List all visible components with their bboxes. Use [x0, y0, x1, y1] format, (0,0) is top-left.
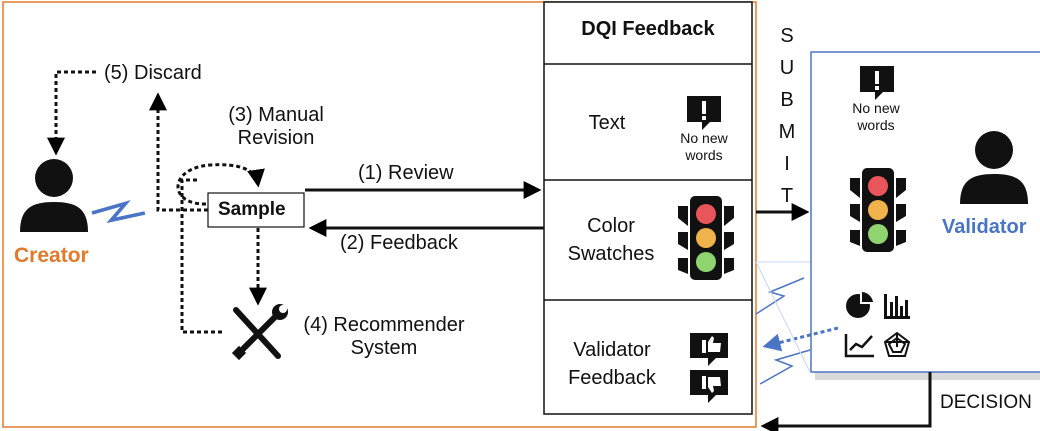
discard-arrow [47, 70, 96, 156]
radar-chart-icon [883, 331, 911, 357]
manual-revision-loop [176, 163, 265, 206]
discard-up-arrow [149, 92, 208, 212]
creator-lightning-icon [90, 201, 147, 222]
pie-chart-icon [846, 292, 873, 318]
validator-label: Validator [942, 216, 1027, 238]
review-label: (1) Review [358, 162, 454, 184]
recommender-back-arrow [180, 178, 222, 334]
creator-person-icon [20, 159, 88, 232]
creator-label: Creator [14, 244, 89, 267]
tools-icon [231, 304, 288, 361]
manual-revision-label: (3) Manual Revision [228, 104, 324, 149]
thumbs-up-down-icon [690, 333, 728, 403]
recommender-label: (4) Recommender System [303, 314, 465, 359]
decision-label: DECISION [940, 392, 1032, 413]
dqi-text-caption: No new words [680, 130, 728, 163]
line-chart-icon [844, 334, 874, 358]
bar-chart-icon [884, 294, 910, 319]
validator-feedback-arrow [762, 326, 839, 352]
dqi-traffic-light-icon [678, 196, 734, 280]
dqi-row-validator-label: Validator Feedback [568, 339, 656, 389]
dqi-title: DQI Feedback [581, 18, 715, 40]
sample-label: Sample [218, 199, 286, 220]
sample-box [207, 192, 305, 228]
feedback-label: (2) Feedback [340, 232, 458, 254]
lightning-bolts-icon [755, 277, 811, 385]
validator-traffic-light-icon [850, 168, 906, 252]
creator-frame [2, 1, 757, 428]
discard-label: (5) Discard [104, 62, 202, 84]
dqi-row-color-label: Color Swatches [567, 215, 655, 265]
dqi-row-text-label: Text [588, 112, 626, 134]
decision-arrow [760, 372, 932, 431]
validator-caption: No new words [852, 100, 900, 133]
validator-panel [810, 51, 1040, 373]
submit-label: S U B M I T [778, 25, 796, 207]
